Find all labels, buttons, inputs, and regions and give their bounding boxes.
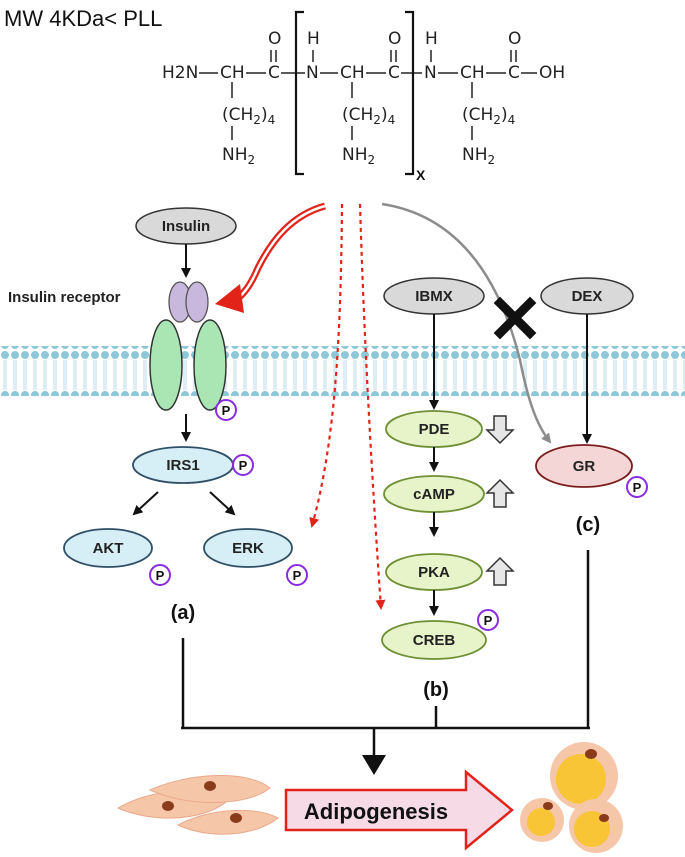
gr-label: GR — [573, 458, 596, 475]
pathway-label-c: (c) — [576, 514, 600, 536]
erk-phospho-badge — [286, 564, 308, 586]
gr-phospho-badge — [626, 476, 648, 498]
svg-text:(CH2)4: (CH2)4 — [462, 105, 515, 127]
carbonyl-oxygen-1: O — [268, 29, 281, 49]
adipogenesis-arrow — [284, 769, 514, 851]
carboxyl-carbon: C — [508, 63, 520, 83]
svg-text:NH2: NH2 — [222, 145, 255, 167]
side-chain-2: (CH2)4 NH2 — [342, 82, 395, 167]
alpha-carbon-3: CH — [460, 63, 485, 83]
molecular-weight-title: MW 4KDa< PLL — [4, 6, 162, 31]
repeat-bracket-right — [405, 10, 415, 176]
dex-label: DEX — [572, 288, 603, 305]
irs1-label: IRS1 — [166, 457, 199, 474]
svg-text:(CH2)4: (CH2)4 — [222, 105, 275, 127]
preadipocyte-cells — [116, 775, 279, 835]
insulin-label: Insulin — [162, 218, 210, 235]
adipogenesis-label: Adipogenesis — [304, 799, 448, 824]
inhibition-x-icon — [493, 296, 537, 340]
side-chain-1: (CH2)4 NH2 — [222, 82, 275, 167]
hydroxyl-group: OH — [539, 63, 565, 83]
camp-up-arrow-icon — [485, 478, 515, 508]
akt-label: AKT — [93, 540, 124, 557]
svg-text:P: P — [633, 480, 642, 495]
repeat-bracket-left — [294, 10, 304, 176]
irs1-to-akt-arrow — [132, 491, 159, 516]
gr-node — [535, 444, 633, 488]
amide-hydrogen-2: H — [425, 29, 438, 49]
camp-label: cAMP — [413, 486, 455, 503]
pde-down-arrow-icon — [485, 415, 515, 445]
carbonyl-carbon-2: C — [388, 63, 400, 83]
ibmx-label: IBMX — [415, 288, 453, 305]
svg-text:NH2: NH2 — [342, 145, 375, 167]
pll-to-erk-dotted-arrow — [309, 203, 344, 528]
akt-node — [63, 528, 153, 568]
pll-to-creb-dotted-arrow — [358, 203, 386, 610]
mature-adipocyte-cells — [520, 742, 623, 853]
convergence-arrowhead — [362, 755, 386, 775]
amide-nitrogen-1: N — [306, 63, 319, 83]
creb-node — [381, 620, 487, 660]
pde-label: PDE — [419, 421, 450, 438]
svg-text:(CH2)4: (CH2)4 — [342, 105, 395, 127]
side-chain-3: (CH2)4 NH2 — [462, 82, 515, 167]
carbonyl-oxygen-2: O — [388, 29, 401, 49]
svg-text:P: P — [156, 568, 165, 583]
receptor-phospho-badge — [215, 399, 237, 421]
creb-phospho-badge — [477, 609, 499, 631]
alpha-carbon-2: CH — [340, 63, 365, 83]
carbonyl-carbon-1: C — [268, 63, 280, 83]
cell-membrane — [0, 346, 685, 396]
svg-text:P: P — [222, 403, 231, 418]
pka-label: PKA — [418, 564, 450, 581]
pka-up-arrow-icon — [485, 556, 515, 586]
insulin-receptor — [149, 281, 227, 411]
svg-text:P: P — [293, 568, 302, 583]
svg-text:NH2: NH2 — [462, 145, 495, 167]
erk-label: ERK — [232, 540, 264, 557]
pll-to-insulin-receptor-arrow — [215, 202, 327, 313]
pll-chemical-structure: H2N CH C N CH C N CH C OH O O O H H — [162, 10, 565, 183]
pathway-convergence-lines — [181, 550, 590, 758]
amide-nitrogen-2: N — [424, 63, 437, 83]
creb-label: CREB — [413, 632, 456, 649]
carboxyl-oxygen: O — [508, 29, 521, 49]
irs1-to-erk-arrow — [209, 491, 236, 516]
pathway-label-b: (b) — [423, 679, 449, 701]
pathway-label-a: (a) — [171, 602, 195, 624]
erk-node — [203, 528, 293, 568]
alpha-carbon-1: CH — [220, 63, 245, 83]
pll-to-gr-arrow — [381, 202, 552, 444]
akt-phospho-badge — [149, 564, 171, 586]
svg-text:P: P — [239, 458, 248, 473]
svg-text:P: P — [484, 613, 493, 628]
repeat-count-x: X — [416, 167, 426, 183]
amide-hydrogen-1: H — [307, 29, 320, 49]
irs1-phospho-badge — [232, 454, 254, 476]
insulin-receptor-label: Insulin receptor — [8, 289, 121, 306]
amine-terminus: H2N — [162, 63, 198, 83]
